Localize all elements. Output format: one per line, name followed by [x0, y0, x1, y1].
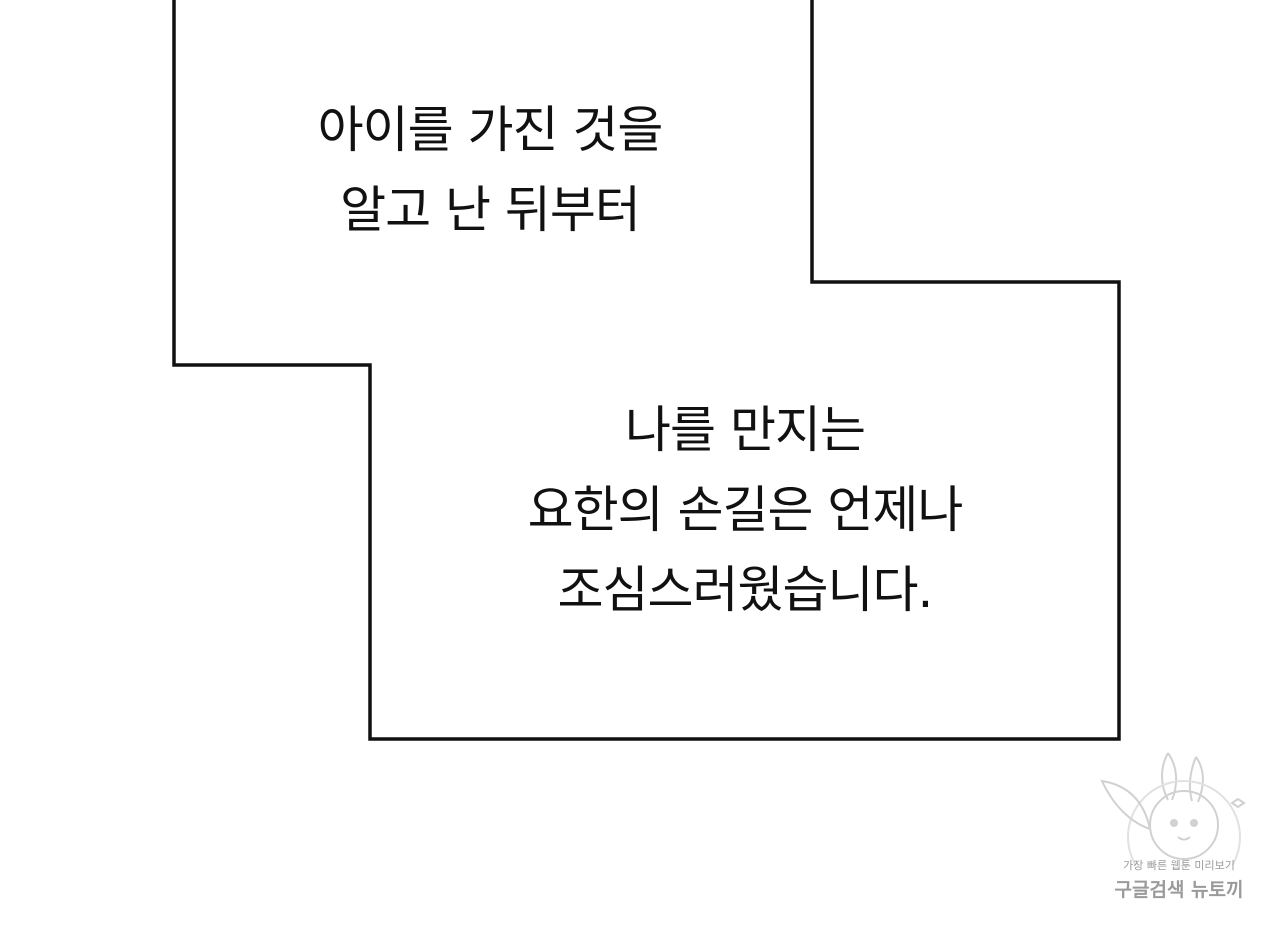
watermark: 가장 빠른 웹툰 미리보기 구글검색 뉴토끼 [1098, 745, 1260, 915]
caption-top-line-2: 알고 난 뒤부터 [340, 181, 641, 239]
caption-bottom-line-1: 나를 만지는 [625, 401, 866, 459]
watermark-tagline: 가장 빠른 웹툰 미리보기 [1123, 859, 1235, 872]
watermark-brand: 구글검색 뉴토끼 [1114, 879, 1244, 901]
caption-bottom-line-3: 조심스러웠습니다. [557, 561, 934, 619]
mascot-head-icon [1149, 790, 1219, 860]
speech-box-top-outline [172, 0, 1121, 741]
caption-bottom: 나를 만지는 요한의 손길은 언제나 조심스러웠습니다. [450, 390, 1040, 630]
leaf-icon [1100, 779, 1152, 831]
bunny-mascot-logo [1100, 752, 1246, 894]
caption-top-line-1: 아이를 가진 것을 [317, 101, 664, 159]
bunny-ear-right-icon [1188, 756, 1197, 802]
caption-bottom-line-2: 요한의 손길은 언제나 [527, 481, 964, 539]
caption-top: 아이를 가진 것을 알고 난 뒤부터 [240, 90, 740, 250]
bunny-ear-left-icon [1161, 752, 1169, 801]
